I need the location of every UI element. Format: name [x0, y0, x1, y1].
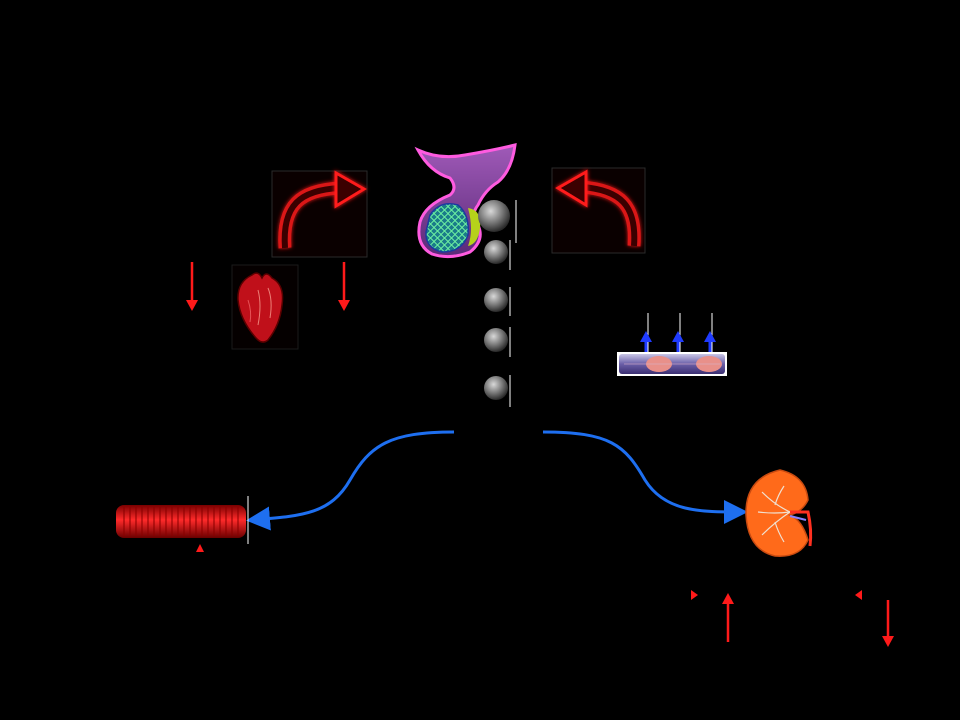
neon-curved-arrow-right-icon: [271, 170, 368, 258]
heart-icon: [231, 264, 299, 350]
red-small-right-triangle: [691, 590, 698, 600]
red-up-arrow: [722, 593, 734, 642]
hormone-granule-icon: [484, 376, 508, 400]
red-small-left-triangle: [855, 590, 862, 600]
blood-vessel-icon: [116, 496, 249, 544]
kidney-icon: [745, 469, 813, 557]
flow-curve-to-vessel: [246, 430, 455, 531]
hormone-granule-icon: [484, 240, 508, 264]
hormone-granule-icon: [484, 328, 508, 352]
receptor-arrows: [640, 313, 716, 352]
red-down-arrow-left: [186, 262, 198, 311]
red-small-up-triangle: [196, 544, 204, 552]
pituitary-gland-icon: [414, 143, 517, 259]
hormone-granule-icon: [478, 200, 510, 232]
neon-curved-arrow-left-icon: [551, 167, 646, 254]
flow-curve-to-kidney: [542, 430, 748, 524]
hormone-granule-icon: [484, 288, 508, 312]
collecting-duct-icon: [617, 352, 727, 376]
red-down-arrow-right: [338, 262, 350, 311]
red-down-arrow-bottom: [882, 600, 894, 647]
hormone-granule-column: [478, 200, 517, 407]
